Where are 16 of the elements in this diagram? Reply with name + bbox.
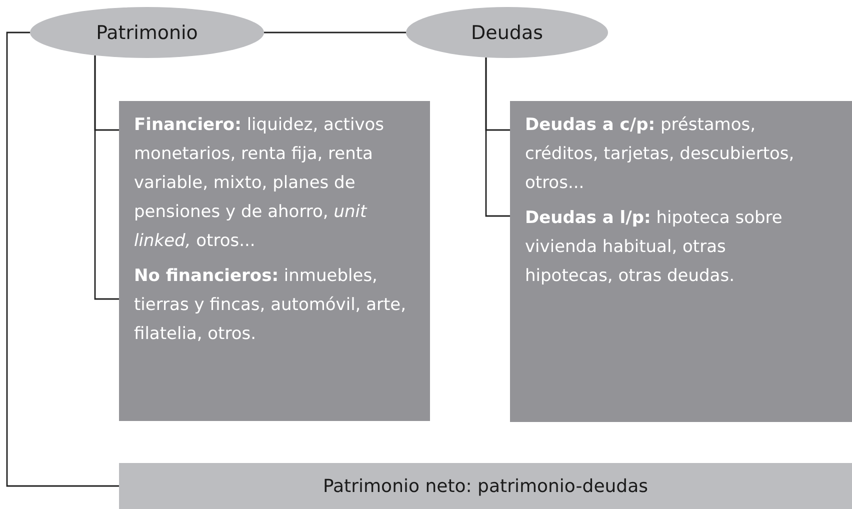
description-text: Deudas a l/p: hipoteca sobre vivienda habitual, otras hipotecas, otras deudas. — [510, 204, 852, 291]
content-panel — [119, 101, 430, 421]
category-label: Patrimonio — [96, 22, 198, 44]
connector-line — [264, 32, 406, 34]
description-text: Deudas a c/p: préstamos, créditos, tarjetas, descubiertos, otros... — [510, 111, 852, 198]
connector-line — [6, 32, 119, 487]
description-text: No financieros: inmuebles, tierras y fincas, automóvil, arte, filatelia, otros. — [119, 262, 430, 349]
category-ellipse — [30, 7, 264, 58]
result-bar — [119, 463, 852, 509]
connector-line — [485, 57, 510, 217]
category-label: Deudas — [471, 22, 543, 44]
formula-text: Patrimonio neto: patrimonio-deudas — [322, 476, 648, 496]
connector-line — [94, 55, 119, 300]
content-panel — [510, 101, 852, 422]
category-ellipse — [406, 7, 608, 58]
description-text: Financiero: liquidez, activos monetarios, renta fija, renta variable, mixto, planes de pensiones y de ahorro, unit linked, otros... — [119, 111, 430, 256]
